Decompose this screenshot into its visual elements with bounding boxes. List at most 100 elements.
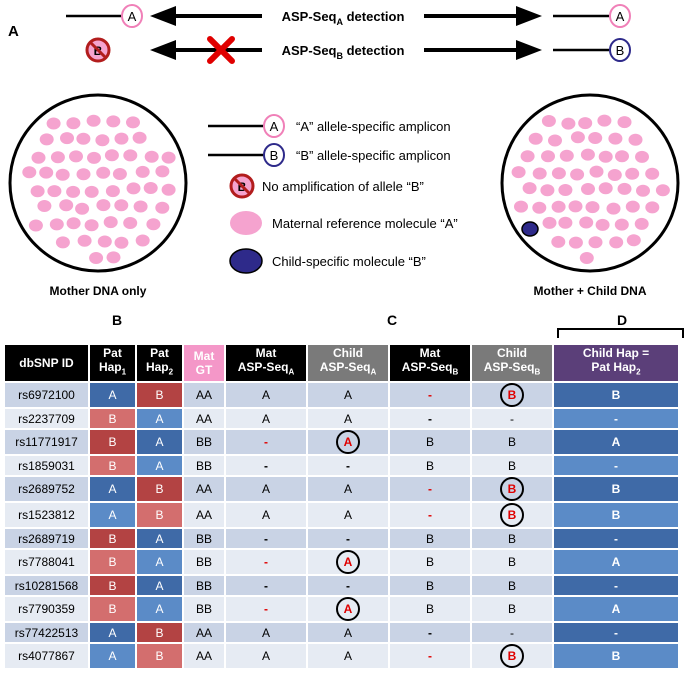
maternal-molecule	[636, 184, 650, 197]
right-arrowhead-icon	[516, 6, 542, 26]
cell-child-asp-b: B	[472, 576, 552, 595]
maternal-molecule	[76, 168, 91, 181]
cell-child-asp-a: A	[308, 477, 388, 501]
maternal-molecule	[655, 184, 670, 197]
maternal-molecule	[568, 200, 583, 213]
panel-label-d: D	[617, 312, 628, 328]
maternal-molecule	[76, 132, 91, 145]
maternal-molecule	[30, 185, 45, 198]
cell-mat-asp-a: A	[226, 623, 306, 642]
amplicon-a-icon: A	[609, 4, 631, 28]
maternal-molecule	[595, 218, 610, 231]
cell-snp-id: rs11771917	[5, 430, 88, 454]
maternal-molecule	[133, 200, 148, 213]
maternal-molecule	[520, 150, 535, 163]
maternal-molecule	[106, 115, 121, 128]
cell-mat-asp-a: A	[226, 477, 306, 501]
maternal-molecule	[155, 165, 170, 178]
maternal-molecule	[581, 183, 595, 195]
cell-pat-hap1: A	[90, 623, 135, 642]
maternal-molecule	[96, 199, 111, 212]
cell-mat-asp-b: -	[390, 409, 470, 428]
circled-allele: A	[336, 550, 360, 574]
cell-mat-asp-b: B	[390, 550, 470, 574]
maternal-molecules-left	[22, 114, 176, 264]
maternal-molecule	[66, 185, 81, 198]
left-arrowhead-icon	[150, 6, 176, 26]
maternal-molecule	[597, 114, 612, 127]
maternal-molecule	[114, 236, 129, 249]
maternal-molecule	[541, 115, 556, 127]
maternal-molecule	[522, 182, 537, 195]
maternal-molecule	[103, 216, 118, 229]
circled-allele: B	[500, 644, 524, 668]
cell-pat-hap2: A	[137, 409, 182, 428]
panel-a-diagram: A A ASP-SeqA detection A B ASP-SeqB dete…	[8, 4, 680, 298]
maternal-molecule	[579, 216, 594, 229]
maternal-molecule	[561, 117, 576, 130]
cell-mat-gt: BB	[184, 456, 224, 475]
maternal-molecule	[126, 182, 141, 195]
maternal-molecule	[559, 149, 574, 162]
cell-mat-gt: AA	[184, 409, 224, 428]
cell-mat-asp-a: -	[226, 550, 306, 574]
cell-child-hap: -	[554, 576, 678, 595]
legend: A “A” allele-specific amplicon B “B” all…	[208, 114, 458, 274]
cell-mat-asp-a: A	[226, 503, 306, 527]
maternal-molecule	[77, 234, 92, 247]
maternal-molecule	[84, 219, 99, 232]
cell-child-asp-a: A	[308, 503, 388, 527]
cell-child-asp-a: -	[308, 576, 388, 595]
maternal-molecule	[568, 236, 583, 249]
cell-snp-id: rs7790359	[5, 597, 88, 621]
maternal-molecule	[28, 219, 43, 232]
cell-mat-asp-b: -	[390, 503, 470, 527]
cell-pat-hap1: A	[90, 477, 135, 501]
asp-seq-b-label: ASP-SeqB detection	[282, 43, 405, 61]
maternal-molecule	[39, 166, 54, 179]
maternal-molecule	[532, 167, 547, 180]
circled-allele: A	[336, 430, 360, 454]
cell-mat-asp-a: A	[226, 644, 306, 668]
maternal-molecule	[628, 133, 643, 146]
maternal-molecule	[161, 183, 176, 196]
maternal-molecule	[55, 236, 70, 249]
cell-mat-gt: AA	[184, 503, 224, 527]
cell-mat-gt: BB	[184, 597, 224, 621]
cell-child-asp-b: B	[472, 597, 552, 621]
maternal-molecule	[625, 167, 640, 180]
cell-mat-asp-b: B	[390, 529, 470, 548]
svg-text:A: A	[270, 119, 279, 134]
legend-item-no-amplification: No amplification of allele “B”	[262, 179, 424, 194]
maternal-molecule	[634, 217, 649, 230]
maternal-molecule	[95, 134, 110, 147]
cell-mat-asp-b: -	[390, 477, 470, 501]
maternal-molecule	[106, 251, 121, 264]
svg-text:B: B	[270, 148, 279, 163]
cell-snp-id: rs77422513	[5, 623, 88, 642]
cell-snp-id: rs4077867	[5, 644, 88, 668]
cell-snp-id: rs1523812	[5, 503, 88, 527]
mother-child-dna-caption: Mother + Child DNA	[534, 284, 647, 298]
cell-mat-asp-a: A	[226, 383, 306, 407]
cell-pat-hap1: A	[90, 503, 135, 527]
maternal-molecule	[47, 185, 62, 198]
cell-child-asp-b: B	[472, 529, 552, 548]
maternal-molecule	[570, 168, 585, 181]
cell-child-hap: A	[554, 597, 678, 621]
maternal-molecule	[39, 133, 54, 146]
cell-child-hap: -	[554, 409, 678, 428]
cell-mat-gt: AA	[184, 477, 224, 501]
circled-allele: B	[500, 383, 524, 407]
maternal-molecule	[132, 131, 147, 144]
cell-pat-hap2: B	[137, 644, 182, 668]
cell-mat-asp-b: B	[390, 430, 470, 454]
maternal-molecule	[49, 218, 64, 231]
maternal-molecule	[551, 167, 566, 180]
